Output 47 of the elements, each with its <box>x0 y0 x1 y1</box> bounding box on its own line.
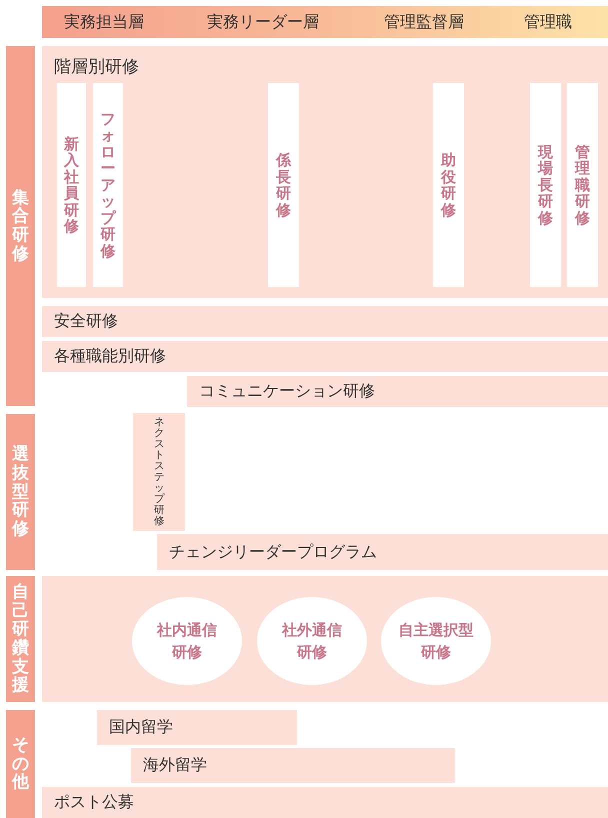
course-label: 海外留学 <box>143 755 207 776</box>
course-label: 安全研修 <box>54 311 118 332</box>
course-label: 社外通信研修 <box>280 620 343 663</box>
category-band <box>6 576 35 702</box>
course-label: チェンジリーダープログラム <box>169 542 377 562</box>
course-column <box>93 83 123 287</box>
course-bar <box>97 710 297 745</box>
course-label: フォローアップ研修 <box>100 110 116 260</box>
course-label: 社内通信研修 <box>156 620 218 663</box>
course-label: ポスト公募 <box>54 792 134 813</box>
course-bar <box>42 787 608 818</box>
level-label: 管理監督層 <box>384 12 464 33</box>
course-label: コミュニケーション研修 <box>199 381 375 402</box>
course-column <box>567 83 598 287</box>
course-bar <box>157 534 608 570</box>
panel-heading: 階層別研修 <box>54 56 139 78</box>
course-label: 自主選択型研修 <box>398 620 474 663</box>
course-label: 新入社員研修 <box>64 136 79 234</box>
level-label: 管理職 <box>524 12 572 33</box>
course-label: ネクストステップ研修 <box>154 416 164 528</box>
category-label: 集合研修 <box>12 188 29 264</box>
level-header-bar <box>42 6 608 38</box>
course-bar <box>187 376 608 407</box>
course-label: 現場長研修 <box>538 144 553 226</box>
course-label: 助役研修 <box>441 152 456 218</box>
course-column <box>133 413 185 531</box>
course-bar <box>42 341 608 372</box>
category-panel <box>42 46 608 298</box>
category-label: その他 <box>12 736 29 792</box>
category-label: 自己研鑽支援 <box>12 582 29 696</box>
category-band <box>6 710 35 818</box>
course-label: 管理職研修 <box>575 144 590 226</box>
course-bar <box>131 748 455 783</box>
course-bar <box>42 306 608 337</box>
course-label: 係長研修 <box>276 152 291 218</box>
category-band <box>6 414 35 570</box>
category-band <box>6 46 35 406</box>
course-label: 国内留学 <box>109 717 173 738</box>
level-label: 実務リーダー層 <box>207 12 319 33</box>
level-label: 実務担当層 <box>64 12 144 33</box>
category-panel <box>42 576 608 702</box>
course-column <box>433 83 464 287</box>
course-column <box>57 83 86 287</box>
course-column <box>268 83 299 287</box>
category-label: 選抜型研修 <box>12 445 29 539</box>
course-label: 各種職能別研修 <box>54 346 166 367</box>
course-column <box>530 83 561 287</box>
